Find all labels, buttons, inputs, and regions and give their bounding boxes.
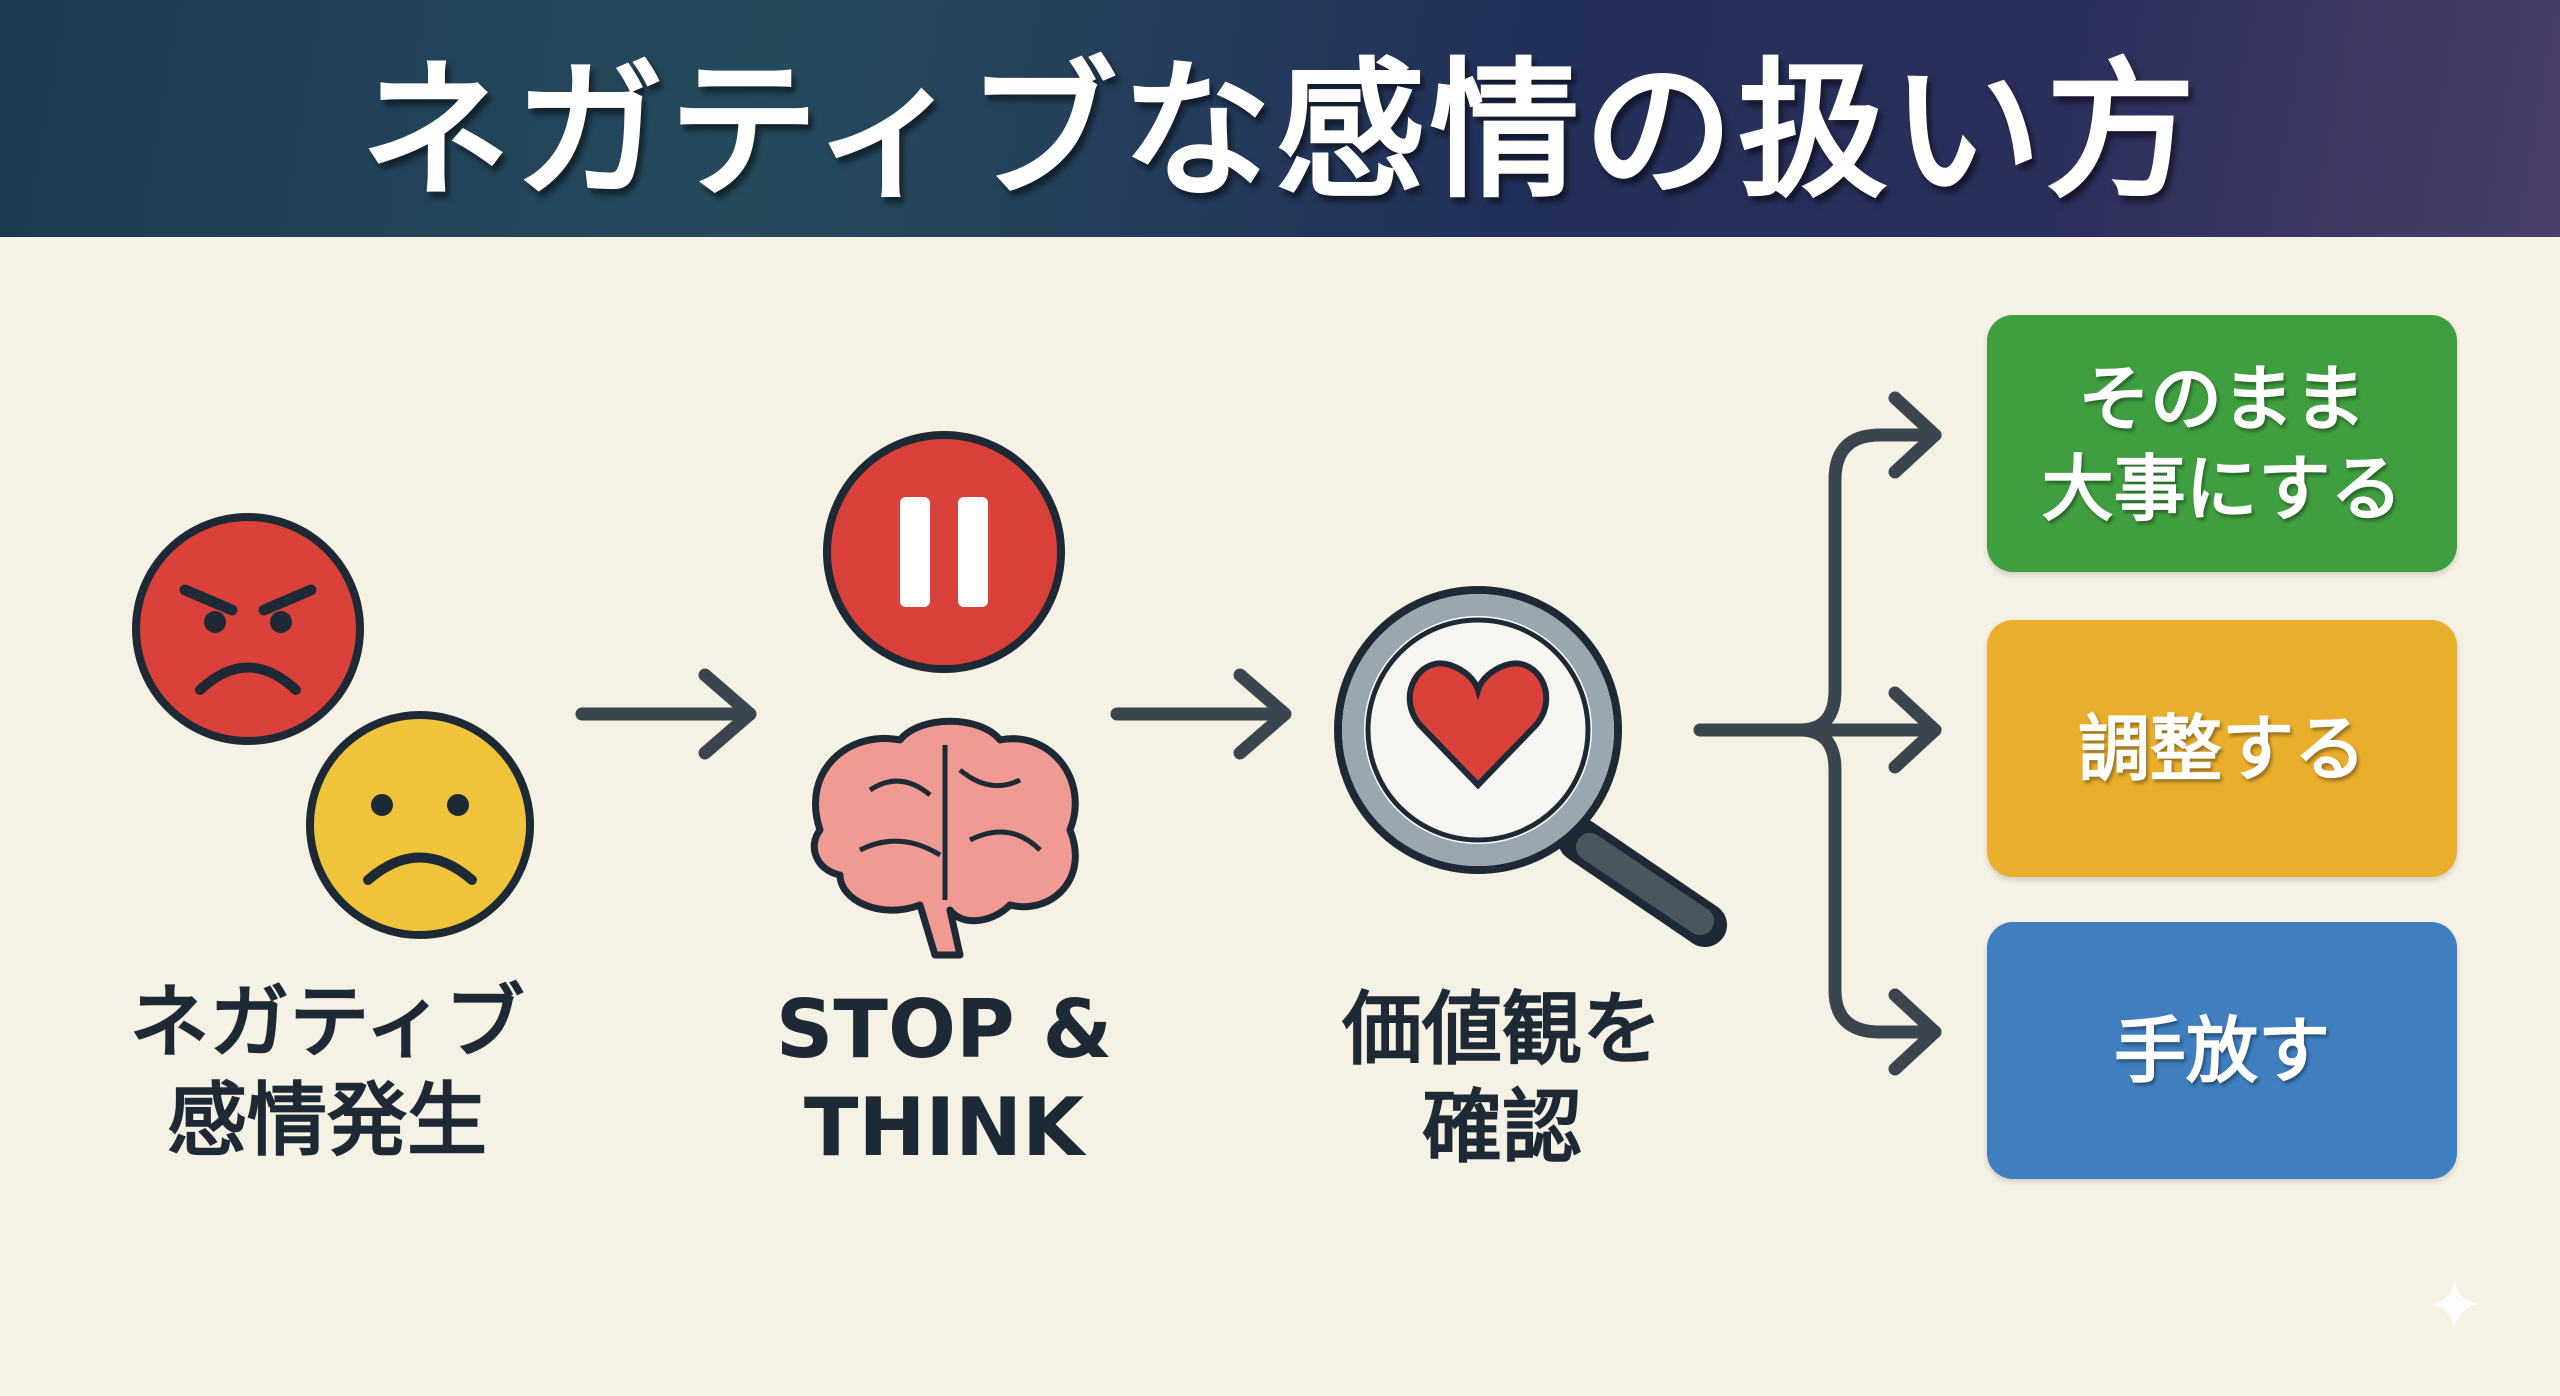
angry-face-icon xyxy=(132,513,364,745)
outcome-adjust-button: 調整する xyxy=(1987,620,2457,877)
step-3-label-line1: 価値観を xyxy=(1341,983,1662,1076)
step-2-label-line1: STOP & xyxy=(776,983,1112,1076)
step-1-label-line1: ネガティブ xyxy=(129,976,524,1069)
sad-face-icon xyxy=(306,711,534,939)
magnifier-heart-icon xyxy=(1334,586,1727,947)
pause-icon xyxy=(823,431,1065,673)
step-1-label-line2: 感情発生 xyxy=(167,1074,487,1167)
page-title: ネガティブな感情の扱い方 xyxy=(360,45,2200,219)
sparkle-icon: ✦ xyxy=(2425,1265,2484,1347)
arrow-right-icon xyxy=(575,668,757,760)
step-3-label-line2: 確認 xyxy=(1422,1081,1582,1174)
step-2-label-line2: THINK xyxy=(804,1081,1087,1174)
outcome-keep-line1: そのまま xyxy=(2077,356,2366,441)
arrow-right-icon xyxy=(1110,668,1292,760)
outcome-keep-line2: 大事にする xyxy=(2041,446,2403,531)
outcome-keep-button: そのまま 大事にする xyxy=(1987,315,2457,572)
outcome-let-go-button: 手放す xyxy=(1987,922,2457,1179)
outcome-let-go-label: 手放す xyxy=(2113,1008,2330,1093)
branch-arrows-icon xyxy=(1693,391,1942,1076)
outcome-adjust-label: 調整する xyxy=(2077,706,2366,791)
header-banner: ネガティブな感情の扱い方 xyxy=(0,0,2560,237)
brain-icon xyxy=(810,717,1079,959)
